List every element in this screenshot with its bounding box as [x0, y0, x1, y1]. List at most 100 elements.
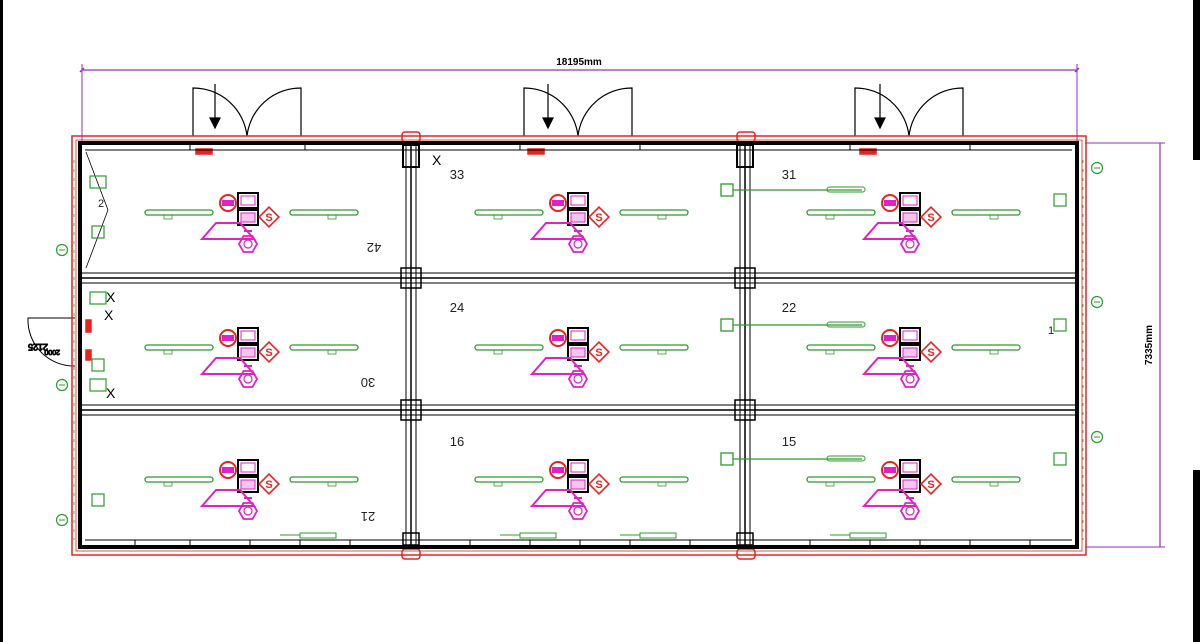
light-tag — [989, 481, 999, 487]
room-fixture-cluster: S — [144, 459, 359, 520]
speaker-icon — [899, 502, 921, 520]
light-strip — [289, 476, 359, 483]
wire-end — [826, 455, 866, 462]
light-tag — [989, 214, 999, 220]
panel-inner — [902, 479, 918, 490]
speaker-cone — [905, 239, 915, 249]
light-tag — [657, 481, 667, 487]
projector-icon — [529, 357, 587, 375]
room-number: 22 — [782, 300, 796, 315]
alarm-icon — [219, 329, 237, 347]
light-tag — [163, 349, 173, 355]
sensor-diamond — [587, 472, 611, 496]
light-strip — [806, 209, 876, 216]
panel-inner — [902, 330, 918, 341]
outlet-icon — [1090, 430, 1104, 444]
panel-inner — [902, 212, 918, 223]
double-socket-icon — [89, 175, 107, 189]
room-number: 30 — [361, 375, 375, 390]
panel-inner — [902, 462, 918, 473]
panel-inner — [570, 462, 586, 473]
floor-trunk — [849, 532, 887, 539]
wire-end — [826, 321, 866, 328]
sensor-icon: S — [927, 479, 934, 491]
panel-inner — [240, 212, 256, 223]
light-strip — [144, 344, 214, 351]
switch-icon — [720, 452, 734, 466]
wall-switch-icon — [91, 493, 105, 507]
room-number: 31 — [782, 167, 796, 182]
light-tag — [989, 349, 999, 355]
floor-trunk — [519, 532, 557, 539]
panel-inner — [240, 330, 256, 341]
door-1 — [192, 84, 302, 137]
light-tag — [163, 481, 173, 487]
room-number: 21 — [361, 509, 375, 524]
sensor-diamond — [257, 205, 281, 229]
sensor-icon: S — [595, 347, 602, 359]
light-strip — [289, 209, 359, 216]
sensor-diamond — [919, 472, 943, 496]
width-dimension-label: 18195mm — [556, 57, 602, 68]
speaker-cone — [573, 239, 583, 249]
light-strip — [806, 344, 876, 351]
speaker-cone — [243, 239, 253, 249]
red-outline — [71, 131, 1087, 560]
door-2 — [523, 84, 633, 137]
speaker-cone — [243, 374, 253, 384]
light-strip — [144, 209, 214, 216]
x-mark: X — [106, 289, 116, 305]
room-number: 33 — [450, 167, 464, 182]
speaker-cone — [905, 506, 915, 516]
panel-inner — [240, 479, 256, 490]
alarm-fill — [884, 335, 896, 341]
speaker-cone — [573, 506, 583, 516]
projector-icon — [529, 489, 587, 507]
projector-icon — [199, 222, 257, 240]
double-socket-icon — [89, 291, 107, 305]
wall-switch-icon — [1053, 193, 1067, 207]
switch-icon — [720, 183, 734, 197]
x-mark: X — [432, 152, 442, 168]
side-fixtures — [55, 161, 1104, 527]
width-dimension: 18195mm — [79, 57, 1080, 142]
double-socket-icon — [89, 378, 107, 392]
room-fixture-cluster: S — [806, 192, 1021, 253]
panel-box — [237, 192, 259, 209]
wall-switch-icon — [91, 358, 105, 372]
panel-inner — [570, 479, 586, 490]
alarm-fill — [884, 467, 896, 473]
alarm-fill — [552, 335, 564, 341]
sensor-diamond — [587, 205, 611, 229]
light-strip — [474, 209, 544, 216]
sensor-diamond — [257, 472, 281, 496]
projector-icon — [861, 222, 919, 240]
wall-switch-icon — [91, 225, 105, 239]
speaker-cone — [243, 506, 253, 516]
panel-box — [567, 459, 589, 476]
light-strip — [619, 209, 689, 216]
light-tag — [327, 349, 337, 355]
panel-inner — [570, 195, 586, 206]
alarm-icon — [219, 461, 237, 479]
walls — [78, 141, 1079, 549]
panel-box — [237, 327, 259, 344]
room-number: 24 — [450, 300, 464, 315]
sensor-diamond — [919, 205, 943, 229]
frame-edge-right-top — [1193, 0, 1200, 160]
alarm-icon — [881, 329, 899, 347]
door-3 — [854, 84, 964, 137]
speaker-icon — [237, 235, 259, 253]
x-mark: X — [104, 307, 114, 323]
projector-icon — [199, 489, 257, 507]
outlet-icon — [55, 378, 69, 392]
light-tag — [493, 214, 503, 220]
speaker-icon — [567, 235, 589, 253]
room-number: 15 — [782, 434, 796, 449]
projector-icon — [529, 222, 587, 240]
light-tag — [327, 481, 337, 487]
wall-switch-icon — [1053, 452, 1067, 466]
sensor-icon: S — [265, 347, 272, 359]
light-strip — [474, 476, 544, 483]
outlet-icon — [55, 513, 69, 527]
